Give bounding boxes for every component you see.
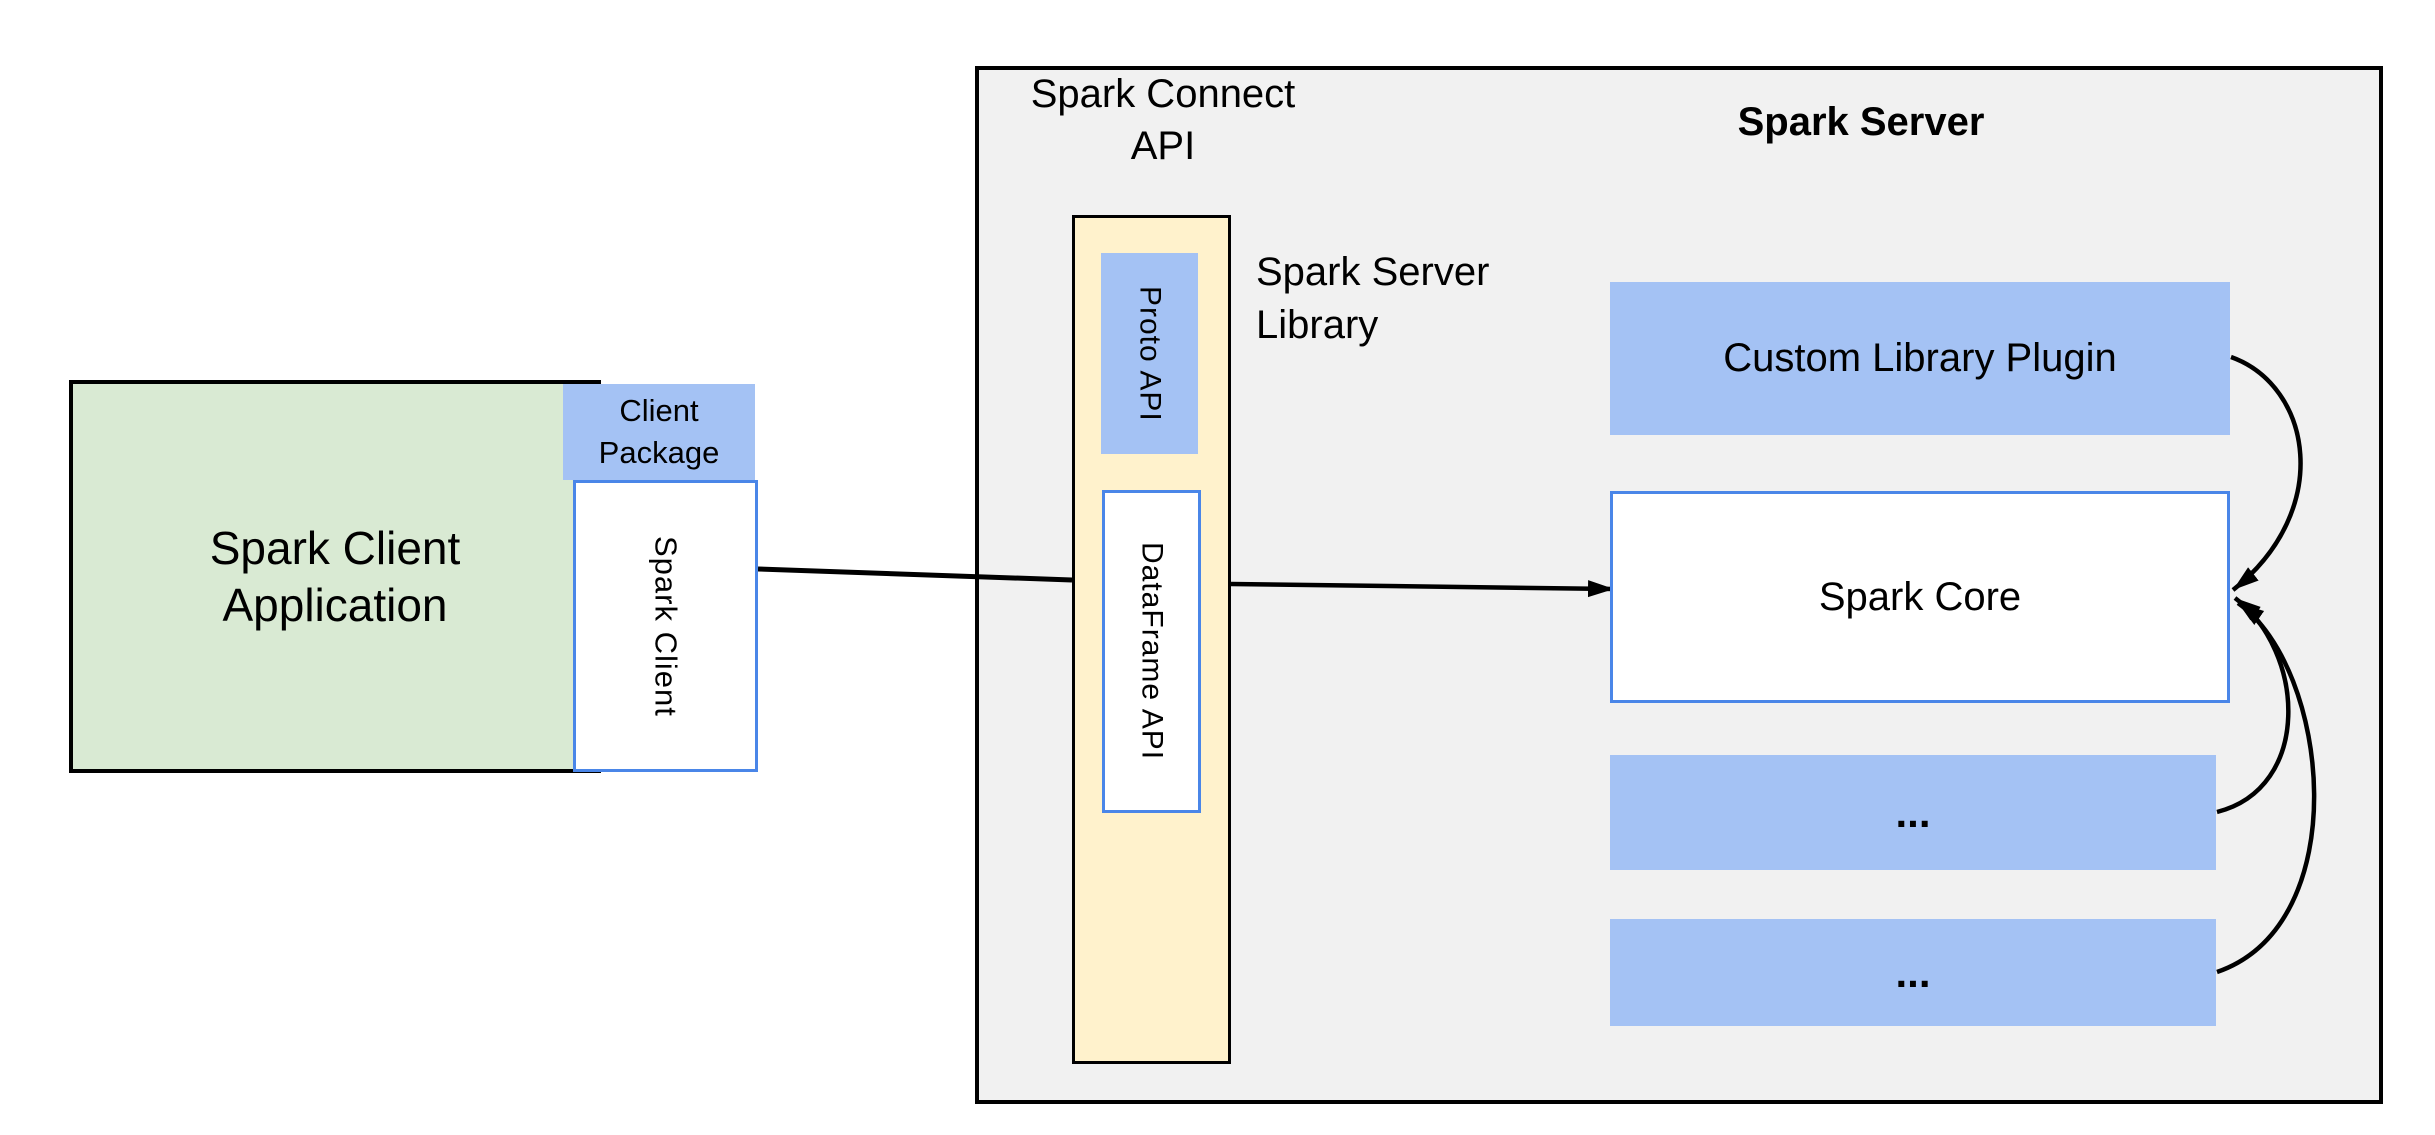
spark-connect-api-label: Spark Connect API [963,68,1363,172]
proto-api-label: Proto API [1133,285,1167,422]
plugin-slot-2-label: ... [1895,948,1931,996]
client-package-label-line2: Package [598,435,720,470]
proto-api-box: Proto API [1101,253,1198,454]
plugin-slot-1-box: ... [1610,755,2216,870]
spark-server-library-label: Spark Server Library [1256,246,1616,352]
spark-server-library-box [1072,215,1231,1064]
arrow-custom-plugin-to-spark-core [2230,354,2303,592]
spark-connect-api-label-line1: Spark Connect [1030,72,1296,116]
spark-core-box: Spark Core [1610,491,2230,703]
spark-server-library-label-line1: Spark Server [1256,250,1490,294]
arrow-client-to-connect-api [757,566,1073,583]
spark-client-label: Spark Client [648,535,684,717]
dataframe-api-label: DataFrame API [1135,542,1169,761]
spark-client-application-label-line2: Application [222,578,448,631]
spark-client-application-box: Spark Client Application [69,380,601,773]
plugin-slot-1-label: ... [1895,788,1931,836]
arrow-connect-api-to-spark-core [1230,580,1615,598]
client-package-label-line1: Client [619,393,699,428]
spark-client-application-label: Spark Client Application [210,520,461,634]
custom-library-plugin-label: Custom Library Plugin [1723,336,2117,380]
dataframe-api-box: DataFrame API [1102,490,1201,813]
spark-server-library-label-line2: Library [1256,303,1379,347]
arrow-slot2-to-spark-core [2216,601,2317,975]
spark-client-application-label-line1: Spark Client [209,521,461,574]
custom-library-plugin-box: Custom Library Plugin [1610,282,2230,435]
plugin-slot-2-box: ... [1610,919,2216,1026]
spark-server-title: Spark Server [1737,100,1985,144]
client-package-box: Client Package [563,384,755,480]
spark-connect-api-label-line2: API [1130,124,1196,168]
client-package-label: Client Package [599,390,720,474]
spark-client-box: Spark Client [573,480,758,772]
spark-core-label: Spark Core [1818,574,2022,619]
